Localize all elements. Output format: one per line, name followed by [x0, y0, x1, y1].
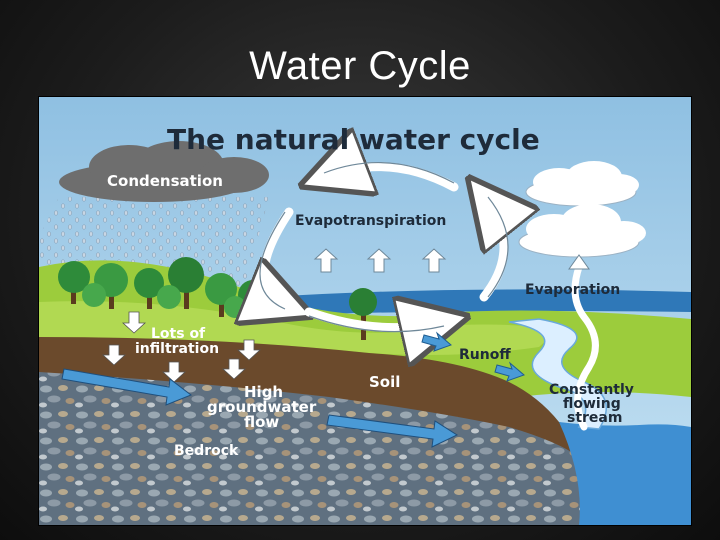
label-groundwater-1: High	[244, 383, 283, 401]
stream-channel	[508, 318, 607, 430]
label-runoff: Runoff	[459, 347, 511, 363]
label-groundwater-2: groundwater	[207, 398, 317, 416]
evapotranspiration-up-arrows	[313, 248, 447, 273]
label-evaporation: Evaporation	[525, 282, 620, 298]
runoff-arrows	[421, 331, 525, 382]
label-stream-2: flowing	[563, 396, 621, 412]
bedrock-layer	[39, 372, 599, 525]
cycle-arrows	[264, 167, 504, 328]
label-soil: Soil	[369, 373, 400, 391]
label-stream-1: Constantly	[549, 382, 634, 398]
label-infiltration-1: Lots of	[151, 326, 206, 342]
label-evapotranspiration: Evapotranspiration	[295, 213, 446, 229]
label-groundwater-3: flow	[244, 413, 279, 431]
water-cycle-diagram: The natural water cycle Condensation Eva…	[38, 96, 692, 526]
stream-water	[559, 422, 691, 525]
evaporation-arrow	[571, 263, 599, 431]
slide-title: Water Cycle	[249, 44, 471, 88]
cycle-arrows-outline	[259, 161, 509, 333]
label-infiltration-2: infiltration	[135, 341, 219, 357]
condensation-cloud	[59, 141, 269, 202]
diagram-canvas: The natural water cycle Condensation Eva…	[39, 97, 691, 525]
label-condensation: Condensation	[107, 172, 223, 190]
diagram-heading: The natural water cycle	[167, 123, 540, 156]
groundwater-arrows	[61, 368, 459, 448]
white-cloud-top	[525, 161, 639, 207]
infiltration-arrows	[101, 311, 262, 383]
label-stream-3: stream	[567, 410, 622, 426]
evaporation-arrowhead	[568, 254, 590, 270]
label-bedrock: Bedrock	[174, 443, 239, 459]
